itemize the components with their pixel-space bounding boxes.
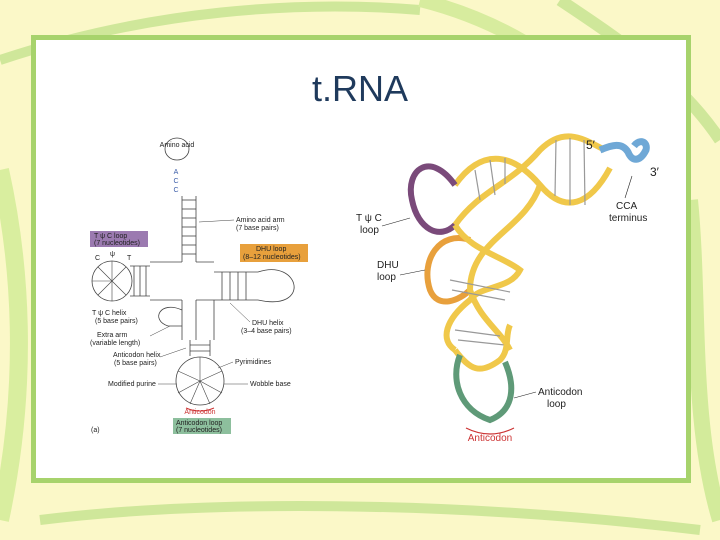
cca-pointer (624, 175, 633, 199)
slide-title: t.RNA (311, 68, 408, 109)
pyrimidines-label: Pyrimidines (235, 359, 272, 366)
dhu-helix-pairs: (3–4 base pairs) (241, 328, 292, 335)
tpsic-loop-label-b-1: T ψ C (356, 213, 382, 224)
tpsic-loop-strand (407, 163, 458, 235)
dhu-helix-pointer (229, 302, 251, 323)
dhu-loop-label-b-1: DHU (377, 260, 399, 271)
dhu-loop-strand (424, 235, 473, 305)
anticodon-loop-box (173, 418, 231, 434)
tpsic-loop-label-b-2: loop (360, 225, 379, 236)
dhu-helix-label: DHU helix (252, 320, 284, 327)
middle-strand-2 (466, 183, 543, 352)
anticodon-label-a: Anticodon (184, 409, 215, 416)
loop-letter-t: T (127, 255, 132, 262)
anticodon-loop-label-b-2: loop (547, 399, 566, 410)
dhu-loop-label-a: DHU loop (256, 246, 286, 253)
wobble-base-label: Wobble base (250, 381, 291, 388)
slide-frame (36, 40, 686, 478)
acceptor-stem (181, 196, 197, 262)
extra-arm-label: Extra arm (97, 332, 128, 339)
dhu-stem (214, 271, 258, 301)
variable-arm (158, 306, 183, 327)
anticodon-loop-label-a: Anticodon loop (176, 420, 222, 427)
anticodon-loop-strand (453, 353, 515, 424)
cca-label-2: terminus (609, 213, 647, 224)
tpsic-loop-spokes (92, 261, 127, 301)
anticodon-bracket-b (465, 427, 515, 435)
dhu-loop-count: (8–12 nucleotides) (243, 254, 301, 261)
acc-base-c1: C (173, 178, 178, 185)
modified-purine-label: Modified purine (108, 381, 156, 388)
panel-a-cloverleaf: Amino acid A C C (90, 137, 308, 434)
panel-a-label: (a) (91, 427, 100, 434)
dhu-loop-circle (257, 269, 295, 303)
anticodon-loop-spokes (177, 357, 223, 405)
amino-acid-label: Amino acid (160, 142, 195, 149)
acc-base-a: A (174, 169, 179, 176)
tpsic-loop-box (90, 231, 148, 247)
acc-base-c2: C (173, 187, 178, 194)
amino-acid-arm-pairs: (7 base pairs) (236, 225, 279, 232)
central-body (150, 261, 215, 340)
anticodon-stem (189, 340, 211, 356)
dhu-pointer-b (399, 269, 426, 276)
tpsic-helix-label: T ψ C helix (92, 310, 127, 317)
amino-acid-arm-pointer (198, 219, 235, 223)
anticodon-helix-pairs: (5 base pairs) (114, 360, 157, 367)
anticodon-stem-strand (452, 323, 513, 372)
amino-acid-ellipse (164, 137, 190, 161)
dhu-loop-box (240, 244, 308, 262)
loop-letter-c: C (95, 255, 100, 262)
tpsic-loop-count: (7 nucleotides) (94, 240, 140, 247)
anticodon-label-b: Anticodon (468, 433, 512, 444)
anticodon-loop-label-b-1: Anticodon (538, 387, 582, 398)
anticodon-bracket (185, 407, 215, 412)
loop-letter-psi: ψ (110, 251, 115, 258)
tpsic-helix-pairs: (5 base pairs) (95, 318, 138, 325)
anticodon-loop-pointer-b (513, 391, 537, 399)
cca-label-1: CCA (616, 201, 637, 212)
five-prime-label: 5′ (586, 138, 596, 152)
extra-arm-pointer (149, 325, 171, 337)
tpsic-pointer-b (381, 217, 411, 227)
anticodon-helix-pointer (159, 347, 187, 358)
three-prime-label: 3′ (650, 165, 660, 179)
amino-acid-arm-label: Amino acid arm (236, 217, 285, 224)
dhu-loop-label-b-2: loop (377, 272, 396, 283)
extra-arm-note: (variable length) (90, 340, 140, 347)
anticodon-loop-count: (7 nucleotides) (176, 427, 222, 434)
top-helix-rungs (474, 138, 586, 206)
cca-terminus-strand (598, 138, 650, 163)
pyrimidines-pointer (217, 361, 234, 369)
tpsic-loop-label-a: T ψ C loop (94, 233, 127, 240)
panel-b-3d-structure: 5′ 3′ T ψ C loop DHU loop CCA terminus A… (356, 133, 660, 444)
anticodon-helix-label: Anticodon helix (113, 352, 161, 359)
tpsic-stem (130, 265, 150, 297)
middle-rungs (449, 279, 511, 346)
